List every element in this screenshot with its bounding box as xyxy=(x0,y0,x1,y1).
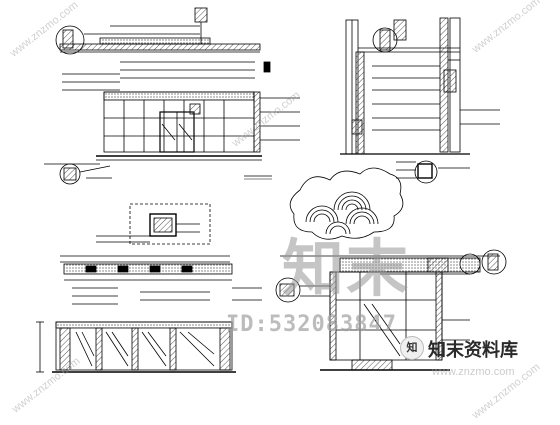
bottom-right-elevation xyxy=(275,249,507,371)
watermark-logo-icon: 知 xyxy=(400,336,424,360)
bottom-left-elevation xyxy=(36,255,262,373)
top-right-section xyxy=(340,17,500,184)
mid-left-detail xyxy=(96,203,211,245)
watermark-id: ID:532083847 xyxy=(226,312,397,337)
watermark-site: www.znzmo.com xyxy=(432,366,515,378)
top-left-elevation xyxy=(44,7,300,185)
wave-motif xyxy=(289,167,404,240)
watermark-brand: 知末 xyxy=(282,232,411,305)
watermark-library: 知末资料库 xyxy=(428,340,518,361)
